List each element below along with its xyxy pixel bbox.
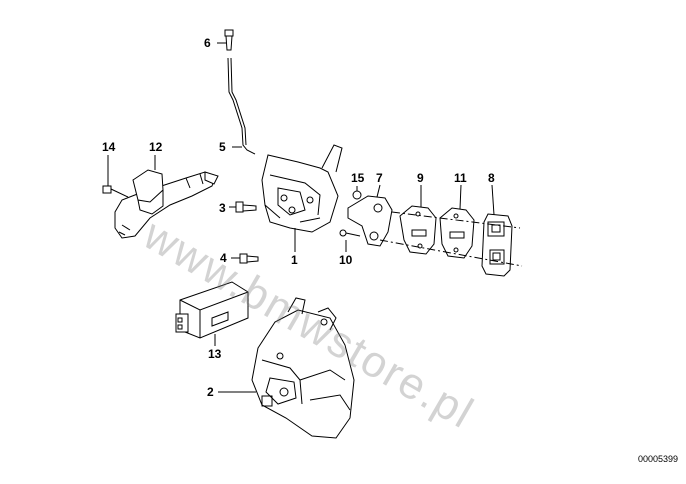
label-1: 1 [291, 253, 298, 267]
part-11-plate [439, 207, 475, 259]
label-4: 4 [220, 251, 227, 265]
part-8-gasket [481, 213, 513, 277]
part-10-screw [339, 229, 361, 237]
label-10: 10 [339, 253, 353, 267]
part-14-screw [102, 185, 129, 198]
label-11: 11 [454, 171, 467, 185]
label-3: 3 [219, 201, 226, 215]
part-3-bolt [235, 201, 257, 213]
leader-7 [376, 184, 381, 198]
label-6: 6 [204, 36, 211, 50]
part-6-screw [224, 29, 234, 51]
axis-line-top [391, 211, 521, 229]
leader-8 [491, 184, 495, 216]
part-1-lock [261, 144, 343, 233]
label-5: 5 [219, 140, 226, 154]
part-5-rod [227, 57, 256, 155]
leader-11 [459, 184, 462, 210]
label-8: 8 [488, 171, 495, 185]
label-14: 14 [102, 140, 116, 154]
part-7-bracket [347, 195, 393, 247]
label-12: 12 [149, 140, 163, 154]
label-13: 13 [208, 347, 222, 361]
part-15-nut [352, 190, 362, 200]
label-9: 9 [417, 171, 424, 185]
part-12-actuator [114, 169, 219, 239]
part-2-lock-assembly [251, 297, 355, 439]
label-2: 2 [207, 385, 214, 399]
diagram-code: 00005399 [637, 454, 678, 464]
part-13-control-unit [175, 281, 249, 339]
label-7: 7 [376, 171, 383, 185]
label-15: 15 [351, 171, 365, 185]
part-9-plate [399, 205, 437, 255]
